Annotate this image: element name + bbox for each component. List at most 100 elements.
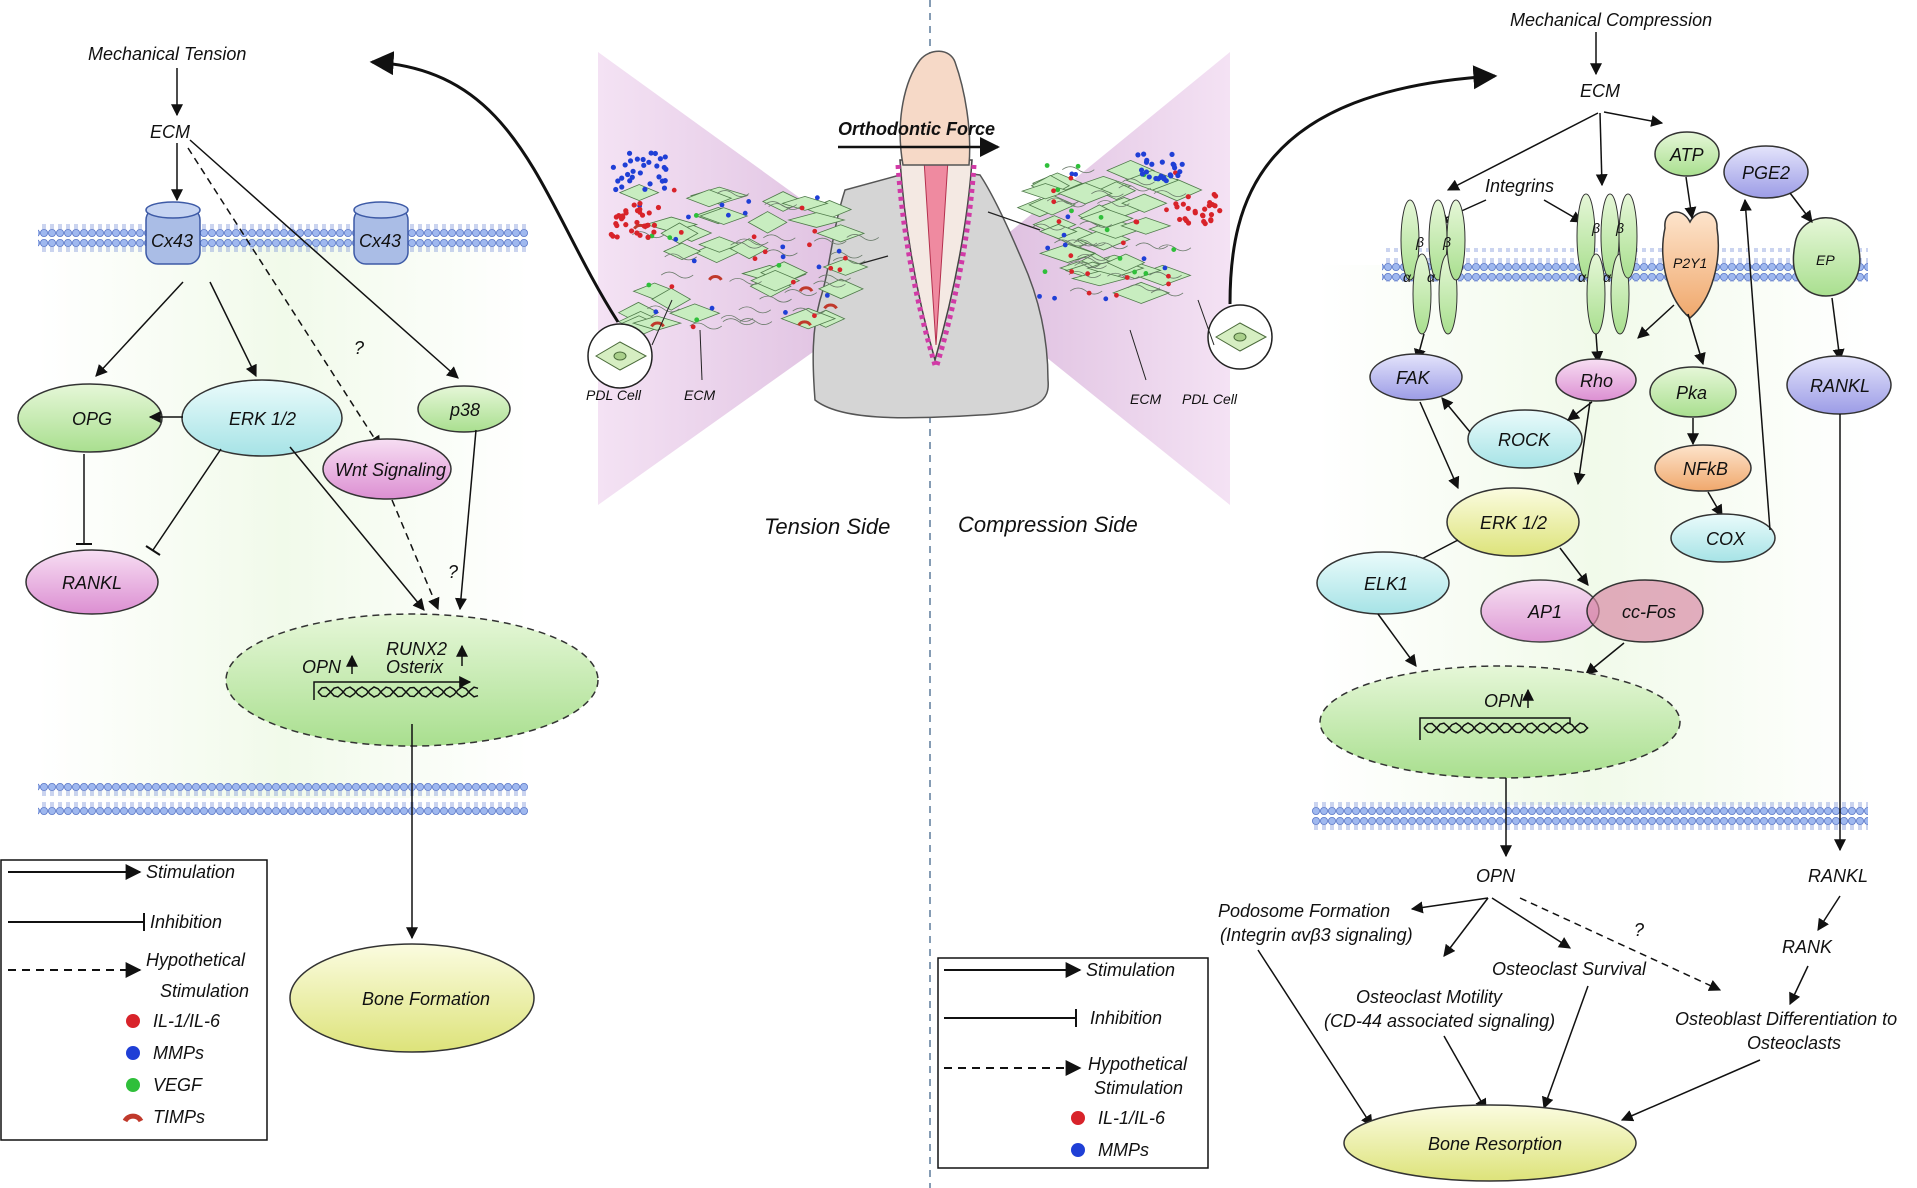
differentiation-label-2: Osteoclasts	[1747, 1033, 1841, 1053]
legend-left: Stimulation Inhibition Hypothetical Stim…	[0, 859, 268, 1141]
compression-pathway: Mechanical Compression ECM ATP PGE2 Inte…	[1218, 10, 1897, 1182]
pdl-right-band	[934, 164, 977, 366]
tension-cone	[598, 52, 858, 505]
rho-node	[1555, 358, 1637, 402]
legend-left-hyp-stim: Stimulation	[160, 981, 249, 1001]
question-mark-wnt: ?	[354, 338, 364, 358]
right-nucleus	[1319, 665, 1681, 779]
legend-item-label: TIMPs	[153, 1107, 205, 1127]
pge2-node	[1723, 145, 1809, 199]
nfkb-node	[1654, 444, 1752, 492]
compression-side-label: Compression Side	[958, 512, 1138, 537]
legend-left-stimulation: Stimulation	[146, 862, 235, 882]
tooth-crown	[899, 50, 971, 166]
nucleus-osterix-label: Osterix	[386, 657, 444, 677]
rho-label: Rho	[1580, 371, 1613, 391]
pdl-cell-right-label: PDL Cell	[1182, 391, 1238, 407]
legend-swatch-icon	[1071, 1143, 1085, 1157]
right-lower-membrane	[1312, 802, 1868, 836]
legend-item-label: VEGF	[153, 1075, 203, 1095]
left-gene-promoter-arrow	[313, 676, 472, 700]
legend-right-hyp-stim: Stimulation	[1094, 1078, 1183, 1098]
integrin-right-alpha2: α	[1603, 269, 1612, 285]
question-mark-osteoblast: ?	[1634, 920, 1644, 940]
ccfos-node	[1586, 579, 1704, 643]
podosome-label-1: Podosome Formation	[1218, 901, 1390, 921]
integrin-left-beta1: β	[1415, 234, 1424, 250]
survival-label: Osteoclast Survival	[1492, 959, 1647, 979]
integrin-left-alpha2: α	[1427, 269, 1436, 285]
nucleus-runx2-label: RUNX2	[386, 639, 447, 659]
rank-label: RANK	[1782, 937, 1833, 957]
legend-left-inhibition: Inhibition	[150, 912, 222, 932]
mechanical-compression-title: Mechanical Compression	[1510, 10, 1712, 30]
orthodontic-force-label: Orthodontic Force	[838, 119, 995, 139]
pka-label: Pka	[1676, 383, 1707, 403]
legend-swatch-icon	[126, 1014, 140, 1028]
pka-node	[1649, 366, 1737, 418]
right-dna-helix	[1423, 722, 1589, 734]
nfkb-label: NFkB	[1683, 459, 1728, 479]
nucleus-opn-label: OPN	[302, 657, 342, 677]
legend-right-inhibition: Inhibition	[1090, 1008, 1162, 1028]
opg-node	[17, 383, 163, 453]
rock-node	[1467, 409, 1583, 469]
legend-item-label: MMPs	[153, 1043, 204, 1063]
legend-right: Stimulation Inhibition Hypothetical Stim…	[937, 957, 1209, 1169]
compression-pdl-tissue	[1016, 160, 1203, 304]
fak-label: FAK	[1396, 368, 1431, 388]
bone-resorption-label: Bone Resorption	[1428, 1134, 1562, 1154]
pulp-canal	[923, 159, 949, 346]
bone-formation-node	[289, 943, 535, 1053]
rock-label: ROCK	[1498, 430, 1551, 450]
ep-label: EP	[1816, 252, 1835, 268]
ap1-label: AP1	[1527, 602, 1562, 622]
p38-node	[417, 385, 511, 433]
pge2-label: PGE2	[1742, 163, 1790, 183]
cox-label: COX	[1706, 529, 1746, 549]
left-upper-membrane	[38, 218, 528, 252]
bone-formation-label: Bone Formation	[362, 989, 490, 1009]
tension-curve-arrow	[369, 51, 620, 323]
cx43-right-label: Cx43	[359, 231, 401, 251]
integrin-group-right: β β α α	[1576, 193, 1638, 335]
cx43-channel-left: Cx43	[145, 201, 201, 265]
tension-side-label: Tension Side	[764, 514, 890, 539]
legend-item-label: IL-1/IL-6	[153, 1011, 221, 1031]
legend-item-label: MMPs	[1098, 1140, 1149, 1160]
rankl-lower-label: RANKL	[1808, 866, 1868, 886]
integrin-left-alpha1: α	[1403, 269, 1412, 285]
right-ecm-label: ECM	[1580, 81, 1620, 101]
tension-pathway: Mechanical Tension ECM Cx43 Cx43 ? OPG E…	[17, 44, 599, 1053]
tooth-illustration: Orthodontic Force PDL Cell ECM PDL Cell …	[369, 50, 1498, 539]
ep-receptor	[1792, 217, 1861, 297]
ccfos-label: cc-Fos	[1622, 602, 1676, 622]
motility-label-2: (CD-44 associated signaling)	[1324, 1011, 1555, 1031]
erk-right-node	[1446, 487, 1580, 557]
opg-label: OPG	[72, 409, 112, 429]
cx43-channel-right: Cx43	[353, 201, 409, 265]
nucleus-opn-right-label: OPN	[1484, 691, 1524, 711]
motility-label-1: Osteoclast Motility	[1356, 987, 1503, 1007]
legend-item-label: IL-1/IL-6	[1098, 1108, 1166, 1128]
rankl-receptor-label: RANKL	[1810, 376, 1870, 396]
right-gene-promoter-line	[1419, 717, 1571, 740]
rankl-left-label: RANKL	[62, 573, 122, 593]
differentiation-label-1: Osteoblast Differentiation to	[1675, 1009, 1897, 1029]
elk1-node	[1316, 551, 1450, 615]
integrin-left-beta2: β	[1442, 234, 1451, 250]
integrin-group-left: β β α α	[1400, 199, 1466, 335]
legend-left-hypothetical: Hypothetical	[146, 950, 246, 970]
legend-swatch-icon	[1071, 1111, 1085, 1125]
compression-curve-arrow	[1228, 65, 1498, 305]
wnt-label: Wnt Signaling	[335, 460, 446, 480]
podosome-label-2: (Integrin αvβ3 signaling)	[1220, 925, 1413, 945]
left-lower-membrane	[38, 783, 528, 817]
question-mark-nucleus: ?	[448, 562, 458, 582]
legend-right-stimulation: Stimulation	[1086, 960, 1175, 980]
cx43-left-label: Cx43	[151, 231, 193, 251]
bone-resorption-node	[1343, 1104, 1637, 1182]
opn-right-label: OPN	[1476, 866, 1516, 886]
integrin-right-beta1: β	[1591, 220, 1600, 236]
atp-label: ATP	[1669, 145, 1704, 165]
